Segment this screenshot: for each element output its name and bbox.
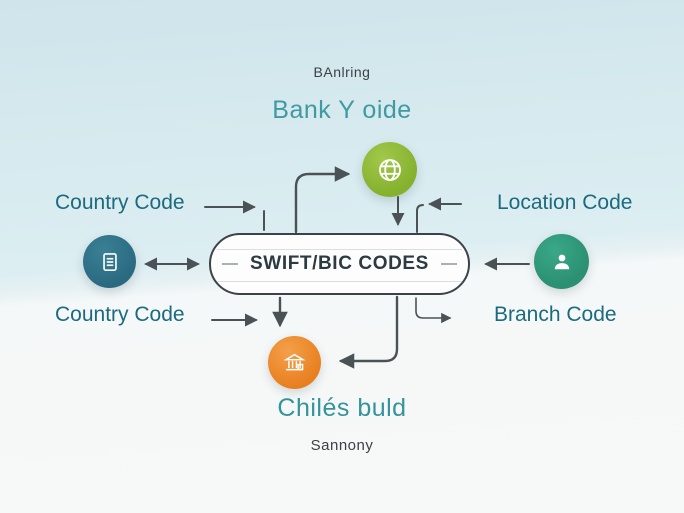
decorative-line	[217, 281, 462, 282]
bank-building-icon	[268, 336, 321, 389]
label-country-code-top: Country Code	[55, 191, 185, 214]
bottom-small-label: Sannony	[310, 437, 374, 454]
top-small-label: BAnlring	[313, 64, 371, 80]
decorative-dash	[222, 263, 238, 265]
label-branch-code: Branch Code	[494, 303, 617, 326]
document-icon	[83, 235, 136, 288]
decorative-dash	[441, 263, 457, 265]
label-country-code-bottom: Country Code	[55, 303, 185, 326]
diagram-title-top: Bank Y oide	[272, 96, 412, 124]
decorative-line	[217, 249, 462, 250]
diagram-title-bottom: Chilés buld	[277, 394, 407, 422]
swift-bic-codes-box: SWIFT/BIC CODES	[209, 233, 470, 295]
center-box-label: SWIFT/BIC CODES	[250, 253, 429, 274]
person-icon	[534, 234, 589, 289]
globe-icon	[362, 142, 417, 197]
label-location-code: Location Code	[497, 191, 633, 214]
